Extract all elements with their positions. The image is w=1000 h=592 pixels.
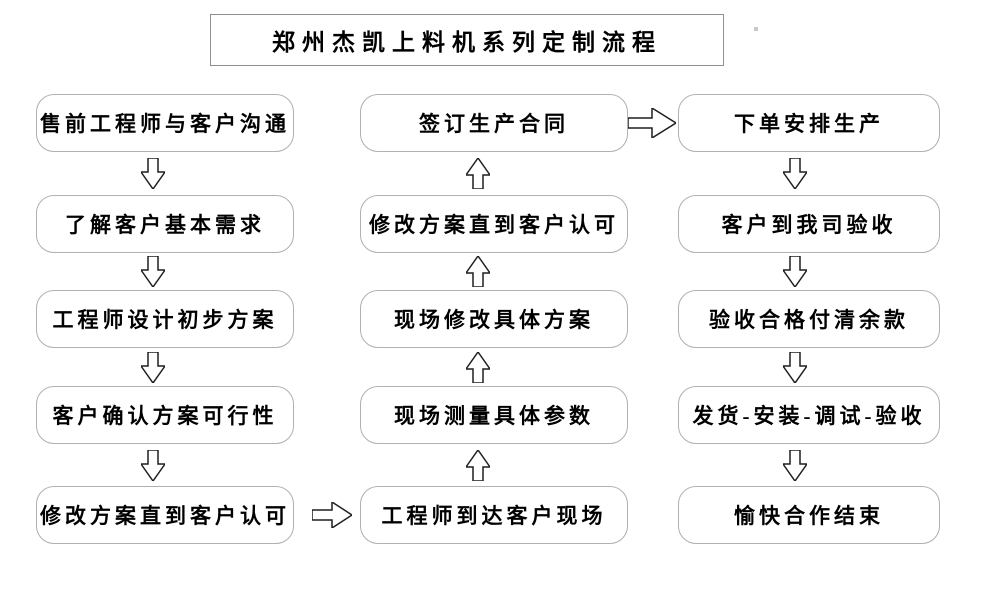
step-pay-balance: 验收合格付清余款 bbox=[678, 290, 940, 348]
down-arrow-icon bbox=[141, 158, 165, 189]
step-understand-needs: 了解客户基本需求 bbox=[36, 195, 294, 253]
step-label: 下单安排生产 bbox=[734, 112, 884, 136]
down-arrow-icon bbox=[783, 256, 807, 287]
down-arrow-icon bbox=[141, 352, 165, 383]
down-arrow-icon bbox=[783, 450, 807, 481]
down-arrow-icon bbox=[783, 352, 807, 383]
right-arrow-icon bbox=[628, 108, 676, 138]
up-arrow-icon bbox=[466, 352, 490, 383]
up-arrow-icon bbox=[466, 256, 490, 287]
step-engineer-arrive-site: 工程师到达客户现场 bbox=[360, 486, 628, 544]
step-place-order-production: 下单安排生产 bbox=[678, 94, 940, 152]
step-sign-contract: 签订生产合同 bbox=[360, 94, 628, 152]
up-arrow-icon bbox=[466, 158, 490, 189]
step-onsite-measure-params: 现场测量具体参数 bbox=[360, 386, 628, 444]
step-label: 售前工程师与客户沟通 bbox=[40, 112, 290, 136]
step-presale-communication: 售前工程师与客户沟通 bbox=[36, 94, 294, 152]
down-arrow-icon bbox=[141, 256, 165, 287]
step-revise-until-approved-middle: 修改方案直到客户认可 bbox=[360, 195, 628, 253]
step-label: 了解客户基本需求 bbox=[65, 213, 265, 237]
step-initial-design: 工程师设计初步方案 bbox=[36, 290, 294, 348]
title-box: 郑州杰凯上料机系列定制流程 bbox=[210, 14, 724, 66]
step-label: 客户确认方案可行性 bbox=[52, 404, 278, 428]
step-label: 工程师设计初步方案 bbox=[52, 308, 278, 332]
right-arrow-icon bbox=[312, 502, 352, 528]
step-label: 愉快合作结束 bbox=[734, 504, 884, 528]
step-label: 发货-安装-调试-验收 bbox=[692, 404, 926, 428]
down-arrow-icon bbox=[783, 158, 807, 189]
page-title: 郑州杰凯上料机系列定制流程 bbox=[272, 30, 662, 55]
stray-mark bbox=[754, 27, 758, 31]
step-label: 验收合格付清余款 bbox=[709, 308, 909, 332]
step-label: 现场修改具体方案 bbox=[394, 308, 594, 332]
step-label: 现场测量具体参数 bbox=[394, 404, 594, 428]
step-label: 修改方案直到客户认可 bbox=[369, 213, 619, 237]
step-label: 修改方案直到客户认可 bbox=[40, 504, 290, 528]
step-customer-acceptance: 客户到我司验收 bbox=[678, 195, 940, 253]
step-label: 客户到我司验收 bbox=[721, 213, 897, 237]
step-label: 工程师到达客户现场 bbox=[381, 504, 607, 528]
step-label: 签订生产合同 bbox=[419, 112, 569, 136]
step-revise-until-approved-left: 修改方案直到客户认可 bbox=[36, 486, 294, 544]
step-cooperation-end: 愉快合作结束 bbox=[678, 486, 940, 544]
up-arrow-icon bbox=[466, 450, 490, 481]
step-confirm-feasibility: 客户确认方案可行性 bbox=[36, 386, 294, 444]
step-ship-install-debug-accept: 发货-安装-调试-验收 bbox=[678, 386, 940, 444]
step-onsite-modify-plan: 现场修改具体方案 bbox=[360, 290, 628, 348]
down-arrow-icon bbox=[141, 450, 165, 481]
